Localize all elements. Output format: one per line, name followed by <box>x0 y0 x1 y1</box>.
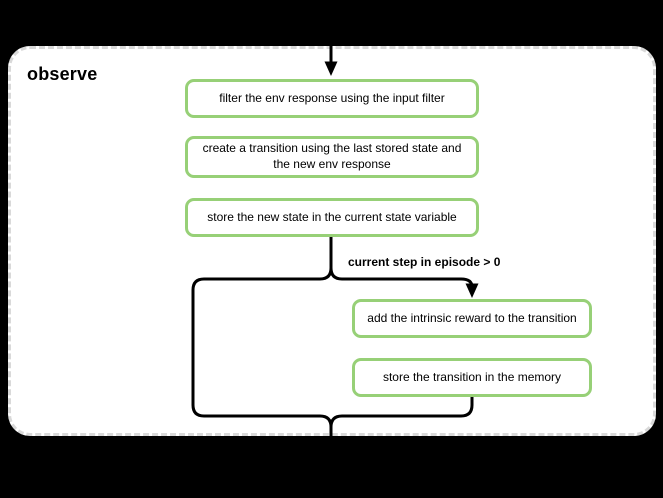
arrowhead-down-icon <box>465 283 479 298</box>
node-add-intrinsic-reward: add the intrinsic reward to the transiti… <box>352 299 592 338</box>
node-store-new-state: store the new state in the current state… <box>185 198 479 237</box>
node-filter-env-response: filter the env response using the input … <box>185 79 479 118</box>
arrowhead-down-icon <box>324 61 338 76</box>
condition-label: current step in episode > 0 <box>348 255 501 269</box>
branch-return-line <box>329 397 474 428</box>
condition-branch-line <box>329 267 474 288</box>
diagram-title: observe <box>27 64 98 84</box>
bypass-loop-line <box>191 237 333 478</box>
node-create-transition: create a transition using the last store… <box>185 136 479 178</box>
node-store-transition: store the transition in the memory <box>352 358 592 397</box>
